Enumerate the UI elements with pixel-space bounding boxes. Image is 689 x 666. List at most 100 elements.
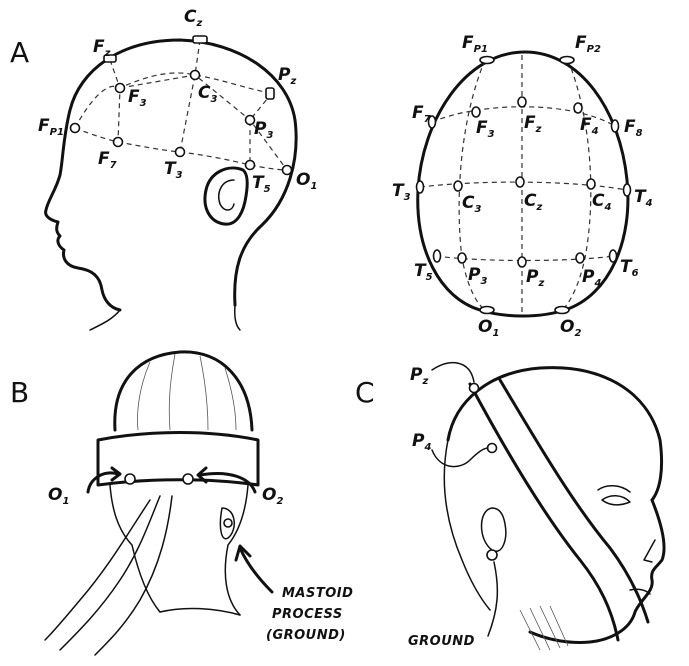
top-label-f4: F4 xyxy=(580,115,599,137)
front-node-p4 xyxy=(488,444,497,453)
side-dash-vert-2 xyxy=(180,40,200,152)
top-label-c3: C3 xyxy=(462,193,481,215)
back-node-o2 xyxy=(183,474,193,484)
side-dash-arc-1 xyxy=(75,73,272,128)
top-node-o1 xyxy=(480,307,494,314)
back-hair-1 xyxy=(138,362,151,430)
side-label-fz: Fz xyxy=(93,37,111,59)
front-label-p4: P4 xyxy=(412,431,431,453)
front-leader-pz xyxy=(432,363,474,382)
top-label-fp1: FP1 xyxy=(462,33,488,55)
back-view-head xyxy=(45,352,272,655)
side-node-t5 xyxy=(246,161,255,170)
front-label-ground: GROUND xyxy=(408,634,475,649)
top-node-p3 xyxy=(458,253,466,263)
front-strap-outer xyxy=(470,384,618,640)
side-label-fp1: FP1 xyxy=(38,116,64,138)
top-node-pz xyxy=(518,257,526,267)
front-eyebrow xyxy=(598,486,630,492)
top-label-c4: C4 xyxy=(592,191,611,213)
side-label-cz: Cz xyxy=(184,7,202,29)
front-label-pz: Pz xyxy=(410,365,428,387)
side-node-f3 xyxy=(116,84,125,93)
back-caption-line-1: MASTOID xyxy=(282,586,353,601)
panel-label-a: A xyxy=(10,36,29,69)
side-ear xyxy=(205,168,247,224)
front-view-head xyxy=(432,363,664,650)
front-view-labels: Pz P4 GROUND xyxy=(408,365,475,649)
top-label-o1: O1 xyxy=(478,317,499,339)
side-label-f7: F7 xyxy=(98,149,117,171)
side-node-fp1 xyxy=(71,124,80,133)
side-label-o1: O1 xyxy=(296,170,317,192)
side-node-c3 xyxy=(191,71,200,80)
top-node-t4 xyxy=(624,184,631,196)
back-caption-line-3: (GROUND) xyxy=(266,628,346,643)
back-collar xyxy=(160,608,240,615)
side-node-o1 xyxy=(283,166,292,175)
top-node-c4 xyxy=(587,179,595,189)
back-view-labels: O1 O2 MASTOID PROCESS (GROUND) xyxy=(48,485,353,643)
side-node-cz xyxy=(193,36,207,43)
back-label-o2: O2 xyxy=(262,485,283,507)
side-dash-vert-1 xyxy=(110,60,120,142)
front-node-pz xyxy=(470,384,479,393)
front-hair-outline xyxy=(448,368,662,500)
back-caption-line-2: PROCESS xyxy=(272,607,343,622)
top-label-p4: P4 xyxy=(582,267,601,289)
top-label-fz: Fz xyxy=(524,113,542,135)
front-nose xyxy=(644,540,655,562)
top-label-o2: O2 xyxy=(560,317,581,339)
top-node-p4 xyxy=(576,253,584,263)
top-label-f3: F3 xyxy=(476,118,495,140)
top-label-f8: F8 xyxy=(624,117,643,139)
top-label-t6: T6 xyxy=(620,257,639,279)
top-node-fp1 xyxy=(480,57,494,64)
back-headband xyxy=(98,433,258,486)
side-label-p3: P3 xyxy=(254,119,273,141)
back-label-o1: O1 xyxy=(48,485,69,507)
side-neck-front xyxy=(90,310,120,330)
front-neck-hatch xyxy=(520,606,568,650)
top-label-t3: T3 xyxy=(392,181,411,203)
back-hair-3 xyxy=(200,356,208,430)
side-node-pz xyxy=(266,88,274,99)
side-label-pz: Pz xyxy=(278,65,296,87)
side-label-t5: T5 xyxy=(252,173,271,195)
top-node-fp2 xyxy=(560,57,574,64)
top-node-t6 xyxy=(610,250,617,262)
front-leader-ground xyxy=(488,562,497,636)
side-node-f7 xyxy=(114,138,123,147)
side-ear-inner xyxy=(219,180,234,210)
back-hair-2 xyxy=(169,354,175,430)
top-label-t4: T4 xyxy=(634,187,653,209)
side-view-labels: Fz Cz Pz F3 C3 P3 FP1 F7 T3 T5 O1 xyxy=(38,7,317,195)
top-label-pz: Pz xyxy=(526,267,544,289)
back-ponytail xyxy=(45,496,172,655)
top-node-f4 xyxy=(574,103,582,113)
top-node-c3 xyxy=(454,181,462,191)
side-label-t3: T3 xyxy=(164,159,183,181)
side-node-t3 xyxy=(176,148,185,157)
top-node-fz xyxy=(518,97,526,107)
back-node-mastoid xyxy=(224,519,232,527)
top-node-t3 xyxy=(417,181,424,193)
side-neck-back xyxy=(235,305,240,330)
top-node-f8 xyxy=(612,120,619,132)
side-label-c3: C3 xyxy=(198,83,217,105)
front-hair-back xyxy=(444,440,490,610)
top-node-cz xyxy=(516,177,524,187)
top-view-head xyxy=(417,52,631,316)
back-node-o1 xyxy=(125,474,135,484)
top-node-f3 xyxy=(472,107,480,117)
top-label-cz: Cz xyxy=(524,191,542,213)
top-node-o2 xyxy=(555,307,569,314)
front-node-earclip xyxy=(487,550,497,560)
panel-label-b: B xyxy=(10,376,29,409)
top-label-f7: F7 xyxy=(412,103,431,125)
top-node-t5 xyxy=(434,250,441,262)
side-label-f3: F3 xyxy=(128,87,147,109)
top-label-p3: P3 xyxy=(468,265,487,287)
